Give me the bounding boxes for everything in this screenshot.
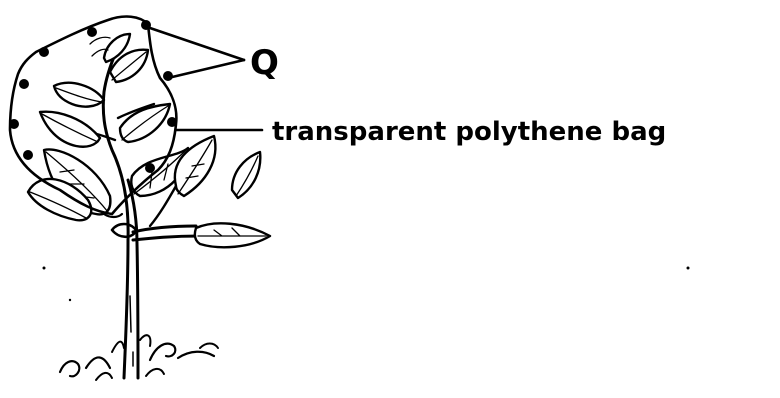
droplet <box>39 47 49 57</box>
droplet <box>87 27 97 37</box>
specks <box>42 266 690 302</box>
droplet <box>9 119 19 129</box>
plant-stem <box>78 50 202 380</box>
label-q: Q <box>250 43 279 83</box>
droplet <box>167 117 177 127</box>
droplet <box>23 150 33 160</box>
label-polythene-bag: transparent polythene bag <box>272 117 666 147</box>
droplet <box>141 20 151 30</box>
soil-roots <box>58 334 219 381</box>
label-lines <box>148 26 264 132</box>
droplets-q <box>9 20 177 173</box>
polythene-bag <box>8 15 178 219</box>
plant-leaves <box>26 32 272 249</box>
droplet <box>145 163 155 173</box>
droplet <box>19 79 29 89</box>
